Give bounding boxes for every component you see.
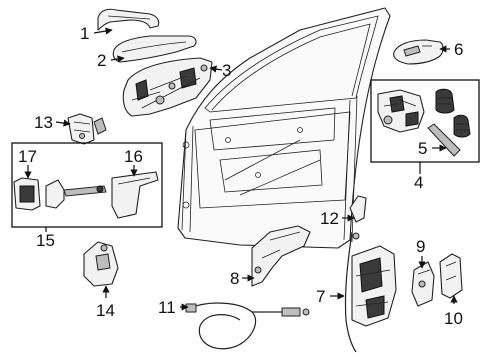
latch-assembly-box [370, 79, 480, 163]
callout-3: 3 [222, 61, 231, 80]
shim-plate-part [439, 253, 463, 299]
callout-15: 15 [36, 231, 55, 250]
check-bracket-part [83, 241, 119, 287]
callout-10: 10 [444, 309, 463, 328]
callout-17: 17 [18, 147, 37, 166]
latch-assembly-part [377, 89, 425, 133]
callout-1: 1 [80, 24, 89, 43]
door-check-box [11, 142, 163, 228]
outer-handle-part [97, 8, 160, 31]
callout-14: 14 [96, 301, 115, 320]
callout-9: 9 [416, 237, 425, 256]
callout-11: 11 [158, 298, 176, 317]
check-strap-part [45, 179, 107, 209]
hinge-part [67, 113, 107, 145]
leader-lines [24, 27, 458, 311]
handle-cover-part [112, 35, 197, 63]
callout-12: 12 [320, 209, 339, 228]
callout-16: 16 [124, 147, 143, 166]
callout-8: 8 [230, 269, 239, 288]
mount-bracket-part [251, 225, 311, 287]
door-latch-part [344, 231, 397, 353]
key-fob-part [393, 39, 444, 65]
handle-carrier-part [122, 57, 213, 117]
callout-5: 5 [418, 139, 427, 158]
striker-part [411, 261, 435, 307]
check-strap-cover-part [13, 177, 41, 211]
boot-seals-part [435, 88, 471, 138]
callout-6: 6 [454, 40, 463, 59]
release-cable-part [185, 302, 310, 350]
callout-13: 13 [34, 113, 53, 132]
check-boot-part [111, 171, 159, 219]
callout-2: 2 [97, 51, 106, 70]
callout-7: 7 [316, 287, 325, 306]
callout-4: 4 [414, 173, 423, 192]
